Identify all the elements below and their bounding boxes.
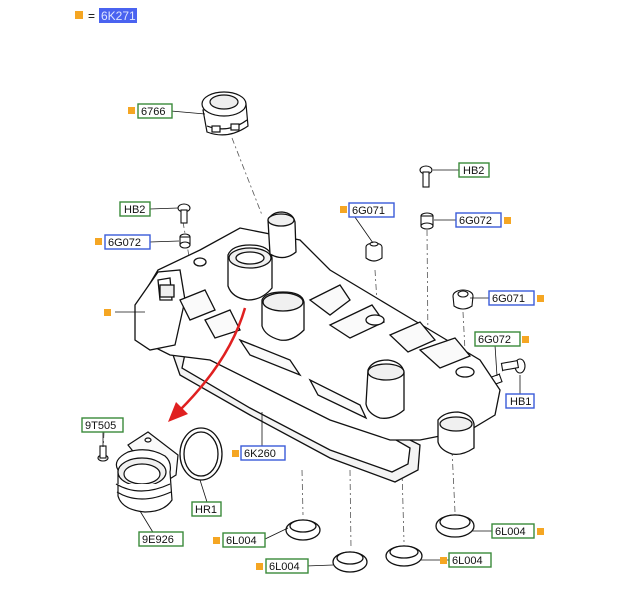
svg-text:6G072: 6G072 — [108, 237, 141, 249]
legend-highlight — [99, 8, 137, 23]
seal-6l004-3 — [385, 545, 423, 567]
svg-text:9E926: 9E926 — [142, 534, 174, 546]
breather-adaptor-9e926 — [115, 431, 179, 513]
svg-text:HB2: HB2 — [124, 204, 145, 216]
svg-text:9T505: 9T505 — [85, 420, 116, 432]
svg-text:6G072: 6G072 — [459, 215, 492, 227]
seal-6l004-4 — [435, 514, 475, 538]
label-6l004-bottom: 6L004 — [256, 558, 309, 574]
label-9t505: 9T505 — [81, 417, 124, 433]
svg-text:6L004: 6L004 — [495, 526, 526, 538]
svg-text:6L004: 6L004 — [269, 561, 300, 573]
bolt-9t505 — [97, 445, 109, 462]
oil-filler-cap — [201, 91, 249, 136]
grommet-6g071-right — [452, 289, 474, 310]
seal-6l004-1 — [285, 519, 321, 541]
svg-text:6K260: 6K260 — [244, 448, 276, 460]
label-unnamed-marker — [104, 309, 111, 316]
label-6k260: 6K260 — [232, 445, 286, 461]
bolt-hb1-right — [500, 358, 526, 374]
seal-6l004-2 — [332, 551, 368, 573]
legend: = 6K271 — [75, 8, 137, 23]
legend-equals: = — [88, 9, 95, 23]
svg-text:6G072: 6G072 — [478, 334, 511, 346]
label-6l004-left: 6L004 — [213, 532, 266, 548]
svg-text:6G071: 6G071 — [492, 293, 525, 305]
direction-arrow — [168, 307, 247, 422]
svg-text:6G071: 6G071 — [352, 205, 385, 217]
svg-text:HB2: HB2 — [463, 165, 484, 177]
o-ring-hr1 — [179, 427, 223, 481]
label-hb1-right: HB1 — [505, 393, 535, 409]
grommet-6g072-left — [179, 233, 191, 249]
label-hb2-left: HB2 — [119, 201, 151, 217]
legend-marker — [75, 11, 83, 19]
bolt-hb2-right — [419, 165, 433, 188]
label-6l004-right: 6L004 — [491, 523, 544, 539]
svg-text:6L004: 6L004 — [226, 535, 257, 547]
label-6g072-left: 6G072 — [95, 234, 151, 250]
svg-text:HB1: HB1 — [510, 396, 531, 408]
svg-text:6L004: 6L004 — [452, 555, 483, 567]
svg-text:HR1: HR1 — [195, 504, 217, 516]
label-6g072-right-top: 6G072 — [455, 212, 511, 228]
label-hb2-right: HB2 — [458, 162, 490, 178]
label-6g072-right: 6G072 — [474, 331, 529, 347]
grommet-6g072-right-top — [420, 212, 434, 230]
cylinder-head-cover — [134, 211, 501, 483]
bolt-hb2-left — [177, 203, 191, 224]
svg-text:6766: 6766 — [141, 106, 165, 118]
label-6g071-right: 6G071 — [488, 290, 544, 306]
label-6l004-center: 6L004 — [440, 552, 492, 568]
label-hr1: HR1 — [191, 501, 222, 517]
label-9e926: 9E926 — [138, 531, 184, 547]
legend-part-code: 6K271 — [101, 9, 136, 23]
label-6766: 6766 — [128, 103, 173, 119]
grommet-6g071-mid — [365, 241, 383, 262]
label-6g071-mid: 6G071 — [340, 202, 395, 218]
